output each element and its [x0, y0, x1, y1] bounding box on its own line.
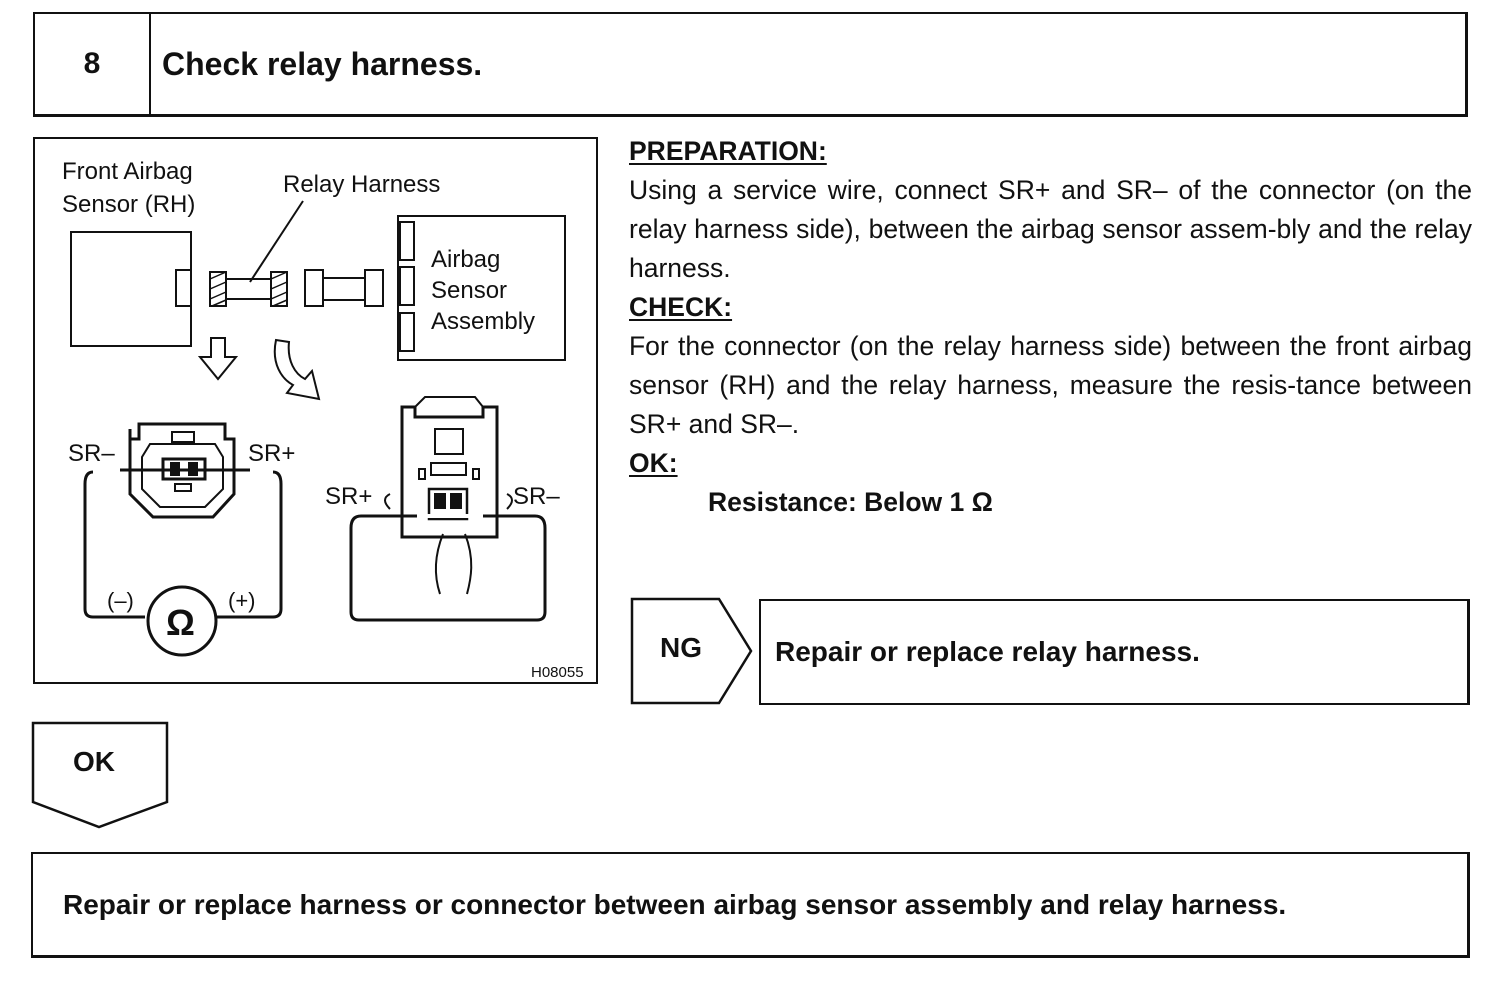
label-left-sr-plus: SR+ — [248, 440, 295, 467]
down-arrow-icon — [197, 337, 239, 381]
left-probe-loop — [83, 470, 283, 619]
instructions: PREPARATION: Using a service wire, conne… — [629, 132, 1472, 522]
label-airbag: Airbag — [431, 246, 500, 273]
harness-cable — [322, 277, 366, 301]
ng-action-box: Repair or replace relay harness. — [759, 599, 1470, 705]
label-sensor: Sensor — [431, 277, 507, 304]
ok-spec: Resistance: Below 1 Ω — [708, 487, 993, 517]
step-title: Check relay harness. — [162, 45, 483, 82]
label-front-airbag: Front Airbag — [62, 158, 193, 185]
wiring-diagram: Front Airbag Sensor (RH) Relay Harness A… — [62, 158, 584, 681]
ng-arrow-shape — [630, 597, 753, 705]
ok-label: OK — [73, 746, 115, 777]
preparation-heading: PREPARATION: — [629, 136, 827, 166]
step-number: 8 — [35, 14, 151, 114]
label-assembly: Assembly — [431, 308, 535, 335]
front-sensor-connector — [175, 269, 192, 307]
front-sensor-body — [70, 231, 192, 347]
right-connector-face — [384, 396, 513, 539]
ok-arrow-shape — [31, 721, 169, 829]
label-ohmmeter-plus: (+) — [228, 588, 256, 613]
right-probe-loop — [349, 514, 547, 622]
ok-action-box: Repair or replace harness or connector b… — [31, 852, 1470, 958]
harness-plug-b — [364, 269, 384, 307]
ok-heading: OK: — [629, 448, 678, 478]
relay-harness-figure: Front Airbag Sensor (RH) Relay Harness A… — [33, 137, 598, 684]
preparation-text: Using a service wire, connect SR+ and SR… — [629, 175, 1472, 283]
check-text: For the connector (on the relay harness … — [629, 331, 1472, 439]
label-relay-harness: Relay Harness — [283, 171, 440, 198]
step-header: 8 Check relay harness. — [33, 12, 1468, 117]
ohm-symbol: Ω — [166, 602, 195, 643]
label-ohmmeter-minus: (–) — [107, 588, 134, 613]
right-harness-wire — [434, 533, 473, 595]
airbag-sensor-assembly — [397, 215, 566, 361]
ohmmeter-icon — [146, 585, 218, 657]
ng-label: NG — [660, 632, 702, 663]
curved-arrow-icon — [273, 338, 321, 401]
relay-harness-cable — [225, 278, 272, 300]
figure-code: H08055 — [531, 664, 584, 681]
relay-harness-pointer — [249, 200, 304, 283]
label-right-sr-minus: SR– — [513, 483, 560, 510]
check-heading: CHECK: — [629, 292, 733, 322]
harness-plug-a — [304, 269, 324, 307]
label-left-sr-minus: SR– — [68, 440, 115, 467]
ok-action-text: Repair or replace harness or connector b… — [63, 888, 1287, 920]
ng-action-text: Repair or replace relay harness. — [775, 636, 1200, 667]
label-sensor-rh: Sensor (RH) — [62, 191, 195, 218]
label-right-sr-plus: SR+ — [325, 483, 372, 510]
